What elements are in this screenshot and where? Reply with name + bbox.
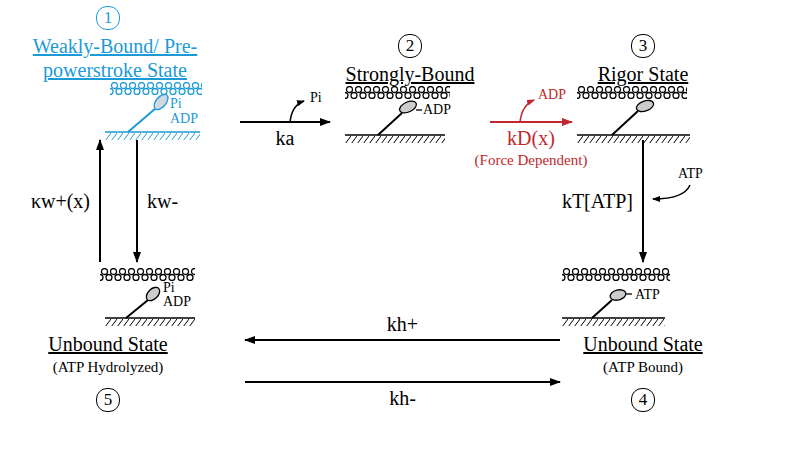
rate-label: κw+(x): [29, 190, 92, 212]
part-label: ADP: [163, 294, 191, 309]
myosin-head: [398, 99, 419, 116]
part-label: (Force Dependent): [475, 153, 588, 168]
actin-filament: [562, 268, 670, 281]
rate-arrow: [99, 140, 101, 262]
rate-arrow: [136, 140, 138, 262]
rate-arrow: [245, 339, 560, 341]
myosin-head: [635, 98, 655, 114]
state-number: 3: [631, 34, 655, 58]
rate-label: kD(x): [505, 127, 557, 149]
state-title: Rigor State: [598, 62, 689, 86]
myosin-lever: [592, 300, 612, 318]
uptake-arrow: [653, 185, 690, 199]
state-number: 2: [398, 34, 422, 58]
myosin-head: [609, 288, 627, 302]
part-label: ADP: [423, 102, 451, 117]
rate-label: kT[ATP]: [560, 190, 635, 212]
rate-label: kw-: [145, 190, 180, 212]
rate-label: kh+: [385, 313, 420, 335]
state-subtitle: (ATP Hydrolyzed): [53, 358, 164, 376]
state-number: 5: [96, 388, 120, 412]
state-title: Weakly-Bound/ Pre-powerstroke State: [4, 34, 226, 82]
surface-line: [562, 317, 665, 319]
rate-arrow: [642, 140, 644, 262]
rate-label: ka: [274, 127, 297, 149]
myosin-lever: [126, 300, 148, 318]
state-node: 4 Unbound State (ATP Bound): [560, 262, 730, 414]
release-arrow: [290, 101, 304, 122]
part-label: ADP: [170, 111, 198, 126]
state-subtitle: (ATP Bound): [603, 358, 683, 376]
part-label: Pi: [170, 96, 182, 111]
state-node: 1Weakly-Bound/ Pre-powerstroke State: [0, 4, 240, 140]
myosin-lever: [378, 113, 402, 135]
state-number: 1: [96, 6, 120, 30]
state-node: 5 Unbound State (ATP Hydrolyzed): [20, 262, 245, 414]
surface-line: [345, 134, 445, 136]
rate-arrow: [245, 381, 560, 383]
part-label: Pi: [310, 90, 322, 105]
state-title: Unbound State: [583, 332, 702, 356]
part-label: Pi: [163, 280, 175, 295]
state-node: 2Strongly-Bound: [330, 32, 490, 140]
actin-filament: [577, 86, 687, 99]
surface-hatch: [345, 136, 445, 143]
actin-filament: [110, 82, 202, 95]
rate-arrow: [490, 121, 572, 123]
state-number: 4: [631, 388, 655, 412]
surface-hatch: [562, 319, 665, 326]
myosin-head: [144, 285, 162, 303]
surface-hatch: [105, 133, 200, 140]
part-label: ADP: [538, 87, 566, 102]
myosin-lever: [612, 111, 638, 135]
part-label: ATP: [678, 166, 703, 181]
surface-hatch: [577, 136, 690, 143]
myosin-lever: [128, 108, 156, 132]
rate-arrow: [240, 121, 330, 123]
part-label: ATP: [635, 287, 660, 302]
myosin-head: [151, 92, 170, 112]
bond-line: [626, 293, 632, 294]
release-arrow: [520, 100, 534, 122]
surface-line: [577, 134, 690, 136]
state-title: Unbound State: [48, 332, 167, 356]
surface-line: [105, 131, 200, 133]
actin-filament: [100, 268, 195, 281]
surface-hatch: [105, 319, 195, 326]
actin-filament: [345, 86, 450, 99]
state-title: Strongly-Bound: [346, 62, 475, 86]
surface-line: [105, 317, 195, 319]
rate-label: kh-: [387, 387, 418, 409]
bond-line: [416, 109, 422, 110]
state-node: 3Rigor State: [572, 32, 718, 140]
